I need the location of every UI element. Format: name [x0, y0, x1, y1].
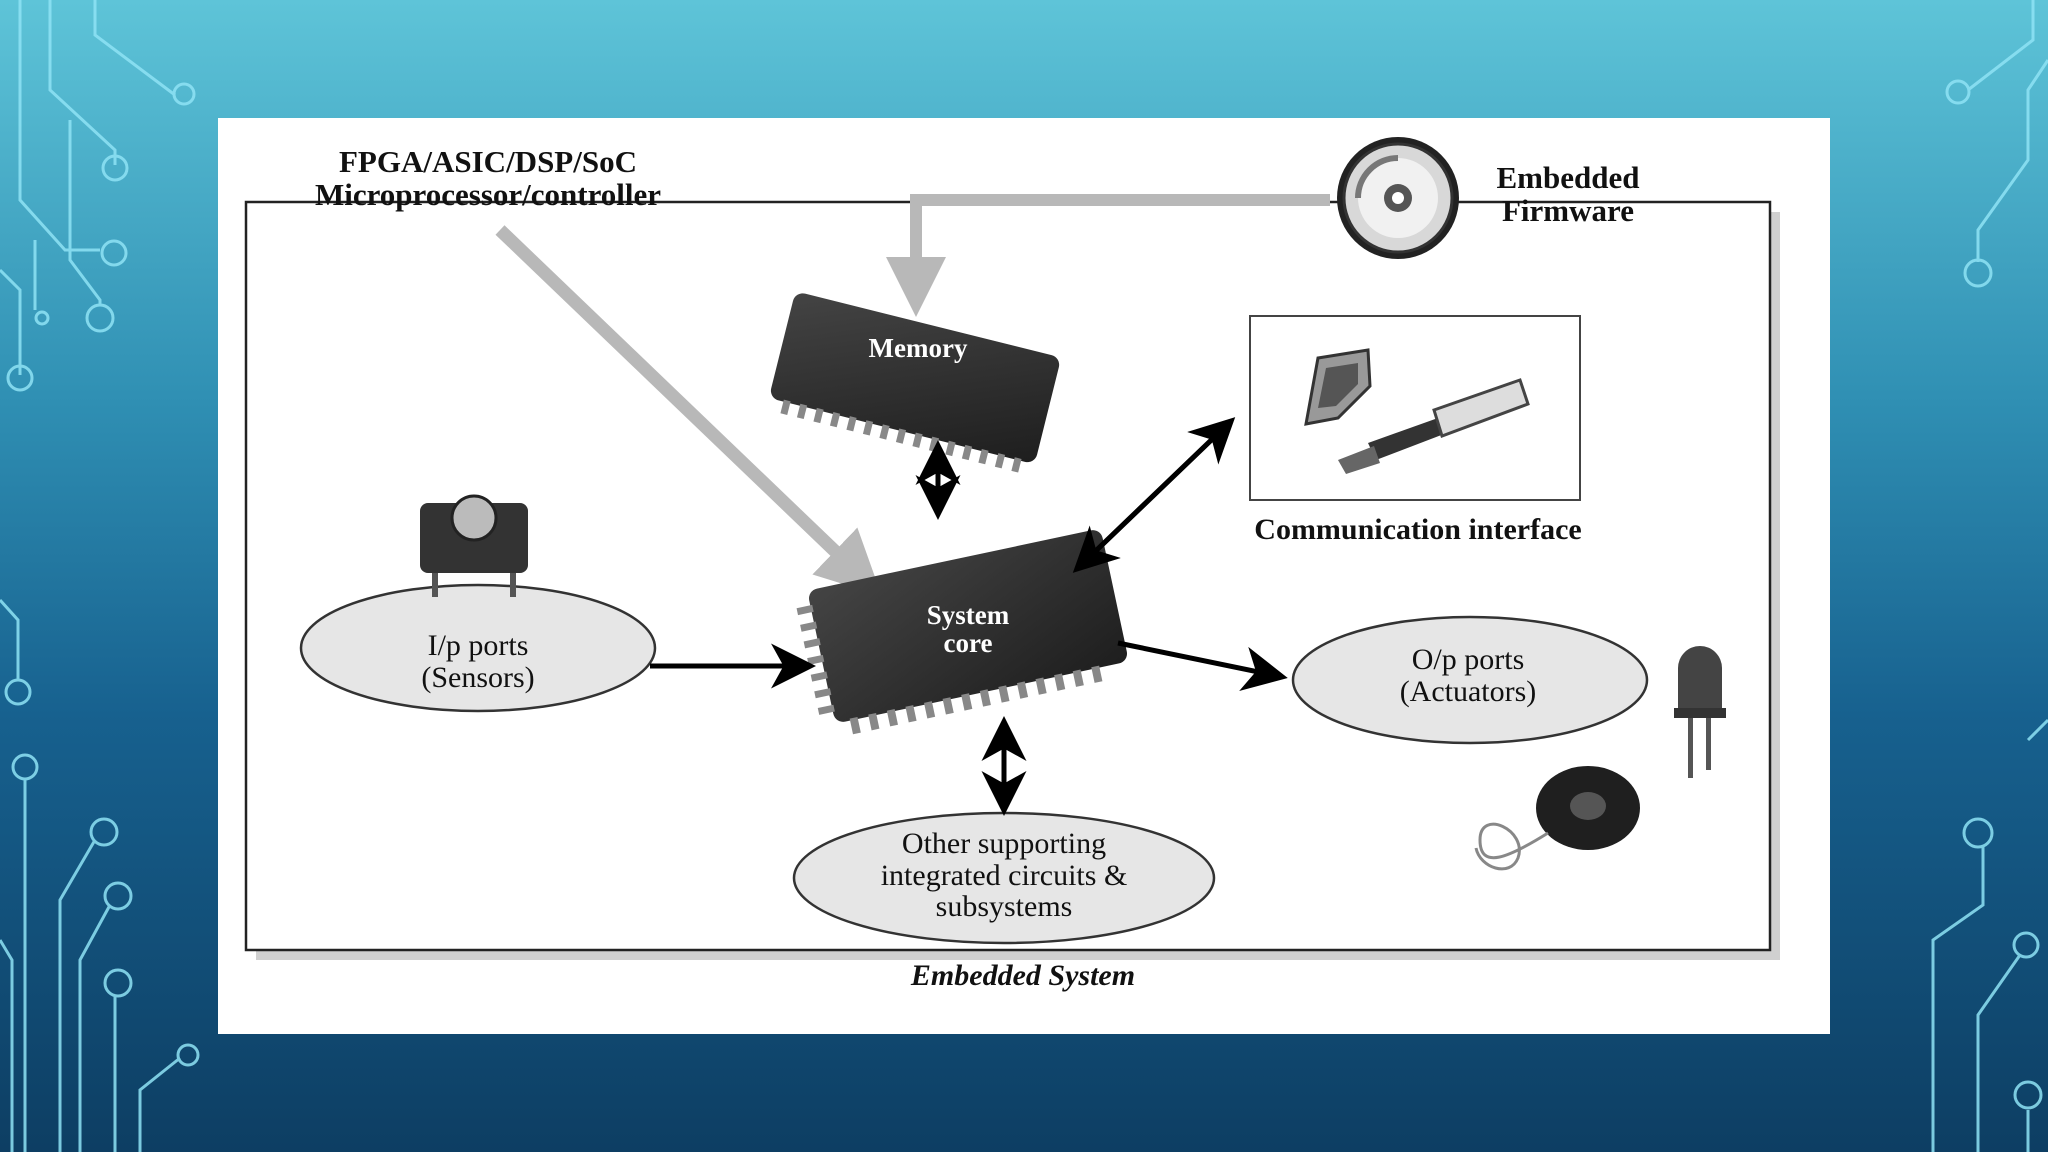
output-ports-label: O/p ports (Actuators)	[1318, 644, 1618, 707]
output-ports-ellipse	[1291, 615, 1649, 745]
core-label-line-1: System	[926, 600, 1010, 630]
output-ports-label-line-2: (Actuators)	[1399, 674, 1537, 708]
firmware-label-line-1: Embedded	[1496, 160, 1640, 195]
firmware-label-line-2: Firmware	[1502, 192, 1634, 228]
processor-label-line-2: Microprocessor/controller	[314, 176, 662, 212]
processor-label: FPGA/ASIC/DSP/SoC Microprocessor/control…	[238, 144, 738, 212]
embedded-system-label: Embedded System	[910, 959, 1136, 992]
push-button-icon	[420, 494, 528, 597]
output-ports-label-line-1: O/p ports	[1411, 643, 1525, 676]
core-label-line-2: core	[943, 628, 993, 659]
input-ports-label-line-2: (Sensors)	[421, 660, 535, 694]
support-label-line-2: integrated circuits &	[880, 858, 1128, 892]
diagram-image: FPGA/ASIC/DSP/SoC Microprocessor/control…	[218, 118, 1830, 1034]
cd-disc-icon	[1337, 137, 1459, 259]
firmware-label: Embedded Firmware	[1468, 160, 1668, 228]
processor-label-line-1: FPGA/ASIC/DSP/SoC	[339, 144, 637, 179]
support-label-line-3: subsystems	[935, 890, 1073, 923]
circuit-trace-icon	[0, 0, 200, 1152]
memory-label: Memory	[868, 333, 968, 363]
usb-plug-icon	[1338, 378, 1530, 474]
input-ports-label-line-1: I/p ports	[427, 629, 529, 662]
serial-connector-icon	[1304, 348, 1372, 426]
input-ports-label: I/p ports (Sensors)	[328, 630, 628, 693]
support-label: Other supporting integrated circuits & s…	[804, 828, 1204, 923]
input-ports-ellipse	[299, 583, 657, 713]
circuit-trace-icon	[1931, 0, 2048, 1152]
support-label-line-1: Other supporting	[901, 827, 1107, 860]
communication-interface-label: Communication interface	[1254, 513, 1582, 546]
led-icon	[1674, 646, 1726, 778]
buzzer-icon	[1474, 766, 1640, 871]
memory-chip-icon	[770, 293, 1060, 473]
communication-interface-box	[1249, 315, 1581, 501]
core-label: System core	[888, 601, 1048, 658]
